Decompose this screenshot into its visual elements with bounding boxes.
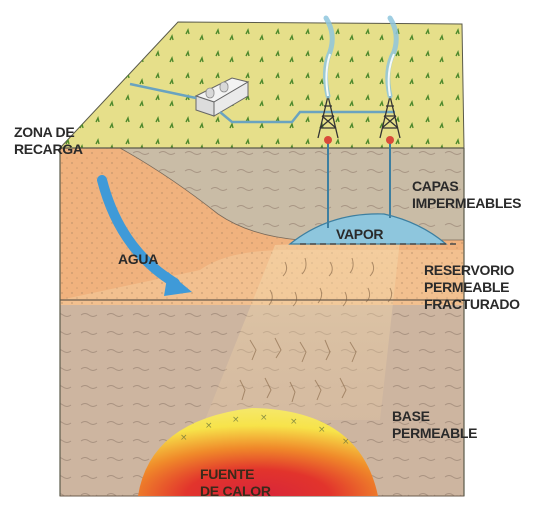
recharge-zone-line-1: ZONA DE — [14, 124, 83, 141]
svg-text:×: × — [290, 417, 298, 427]
heat-source-label: FUENTE DE CALOR — [200, 466, 271, 500]
reservoir-line-2: PERMEABLE — [424, 279, 520, 296]
heat-source-line-1: FUENTE — [200, 466, 271, 483]
reservoir-label: RESERVORIO PERMEABLE FRACTURADO — [424, 262, 520, 313]
svg-text:×: × — [260, 413, 268, 423]
permeable-base-line-1: BASE — [392, 408, 477, 425]
reservoir-line-1: RESERVORIO — [424, 262, 520, 279]
svg-text:×: × — [205, 421, 213, 431]
recharge-zone-label: ZONA DE RECARGA — [14, 124, 83, 158]
cross-section-block: × × × × × × × — [60, 148, 464, 496]
svg-text:×: × — [180, 433, 188, 443]
water-label: AGUA — [118, 251, 158, 268]
svg-text:×: × — [342, 437, 350, 447]
permeable-base-label: BASE PERMEABLE — [392, 408, 477, 442]
reservoir-line-3: FRACTURADO — [424, 296, 520, 313]
heat-source-line-2: DE CALOR — [200, 483, 271, 500]
impermeable-layers-label: CAPAS IMPERMEABLES — [412, 178, 521, 212]
recharge-zone-line-2: RECARGA — [14, 141, 83, 158]
svg-text:×: × — [318, 425, 326, 435]
permeable-base-line-2: PERMEABLE — [392, 425, 477, 442]
impermeable-line-2: IMPERMEABLES — [412, 195, 521, 212]
steam-label: VAPOR — [336, 226, 383, 243]
ground-surface — [60, 22, 464, 148]
impermeable-line-1: CAPAS — [412, 178, 521, 195]
svg-text:×: × — [232, 415, 240, 425]
